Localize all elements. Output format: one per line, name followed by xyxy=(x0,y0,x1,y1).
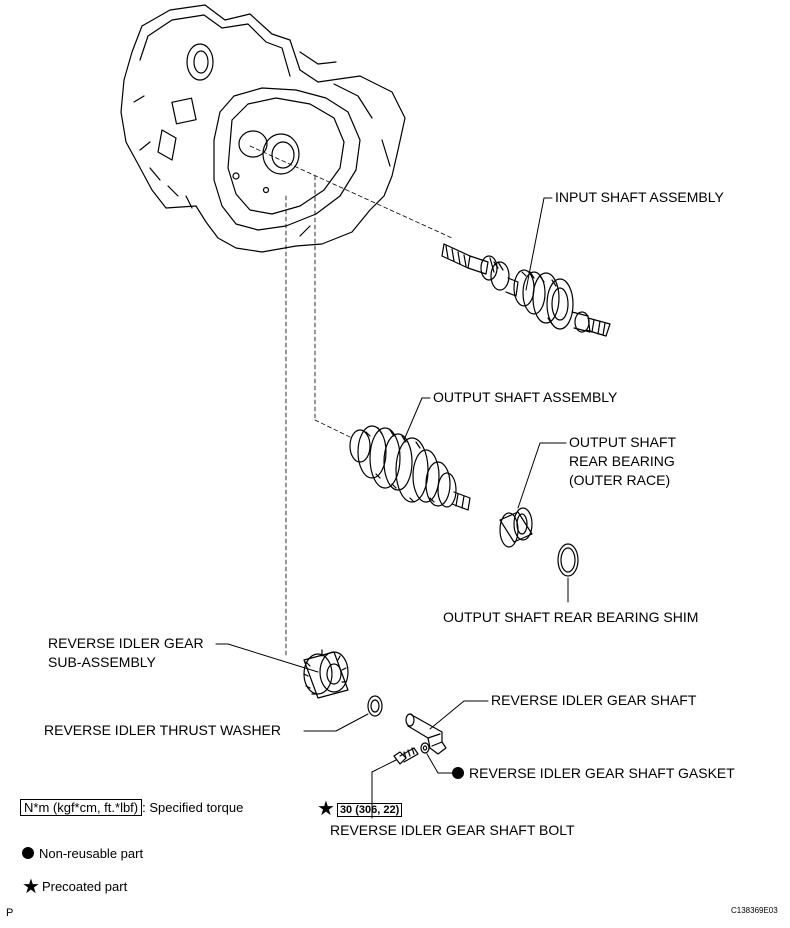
torque-spec-bolt: ★30 (306, 22) xyxy=(317,798,403,820)
label-output-shaft-bearing-line3: (OUTER RACE) xyxy=(569,472,671,488)
legend-precoated-text: Precoated part xyxy=(41,879,128,894)
label-reverse-idler-gear-shaft-bolt: REVERSE IDLER GEAR SHAFT BOLT xyxy=(330,822,575,838)
input-shaft-assembly xyxy=(441,243,611,337)
gasket-label-text: REVERSE IDLER GEAR SHAFT GASKET xyxy=(469,765,735,781)
output-shaft-shim xyxy=(557,543,579,577)
label-reverse-idler-gear-line1: REVERSE IDLER GEAR xyxy=(48,635,204,651)
reverse-idler-gear-shaft-bolt xyxy=(393,747,419,765)
legend-dot-icon xyxy=(22,847,34,859)
label-reverse-idler-thrust-washer: REVERSE IDLER THRUST WASHER xyxy=(44,722,282,738)
output-shaft-rear-bearing xyxy=(499,507,533,548)
label-output-shaft-bearing-line1: OUTPUT SHAFT xyxy=(569,434,677,450)
non-reusable-dot-icon xyxy=(452,767,464,779)
leader-lines xyxy=(215,197,569,819)
label-input-shaft-assembly: INPUT SHAFT ASSEMBLY xyxy=(555,189,724,205)
legend-torque-unit-box: N*m (kgf*cm, ft.*lbf) xyxy=(20,799,143,816)
figure-code: C138369E03 xyxy=(731,906,778,915)
label-reverse-idler-gear-shaft-gasket: REVERSE IDLER GEAR SHAFT GASKET xyxy=(452,765,735,782)
torque-value-box: 30 (306, 22) xyxy=(336,803,403,817)
label-output-shaft-bearing-line2: REAR BEARING xyxy=(569,453,675,469)
corner-letter: P xyxy=(6,907,14,919)
legend-non-reusable: Non-reusable part xyxy=(22,845,143,862)
label-reverse-idler-gear-line2: SUB-ASSEMBLY xyxy=(48,654,156,670)
reverse-idler-thrust-washer xyxy=(367,695,383,717)
precoated-star-icon: ★ xyxy=(317,798,335,820)
label-output-shaft-assembly: OUTPUT SHAFT ASSEMBLY xyxy=(433,389,618,405)
reverse-idler-gear-shaft-gasket xyxy=(420,742,430,754)
reverse-idler-gear xyxy=(303,649,349,699)
output-shaft-assembly xyxy=(349,425,471,511)
legend-precoated: ★Precoated part xyxy=(22,876,128,898)
label-output-shaft-rear-bearing-shim: OUTPUT SHAFT REAR BEARING SHIM xyxy=(443,609,699,625)
legend-star-icon: ★ xyxy=(22,876,40,898)
transaxle-case xyxy=(120,4,406,253)
reverse-idler-gear-shaft xyxy=(405,713,447,755)
legend-non-reusable-text: Non-reusable part xyxy=(39,846,144,861)
label-reverse-idler-gear-shaft: REVERSE IDLER GEAR SHAFT xyxy=(491,692,697,708)
legend-torque: N*m (kgf*cm, ft.*lbf): Specified torque xyxy=(20,799,243,816)
alignment-lines xyxy=(249,145,453,657)
legend-torque-text: : Specified torque xyxy=(142,800,244,815)
